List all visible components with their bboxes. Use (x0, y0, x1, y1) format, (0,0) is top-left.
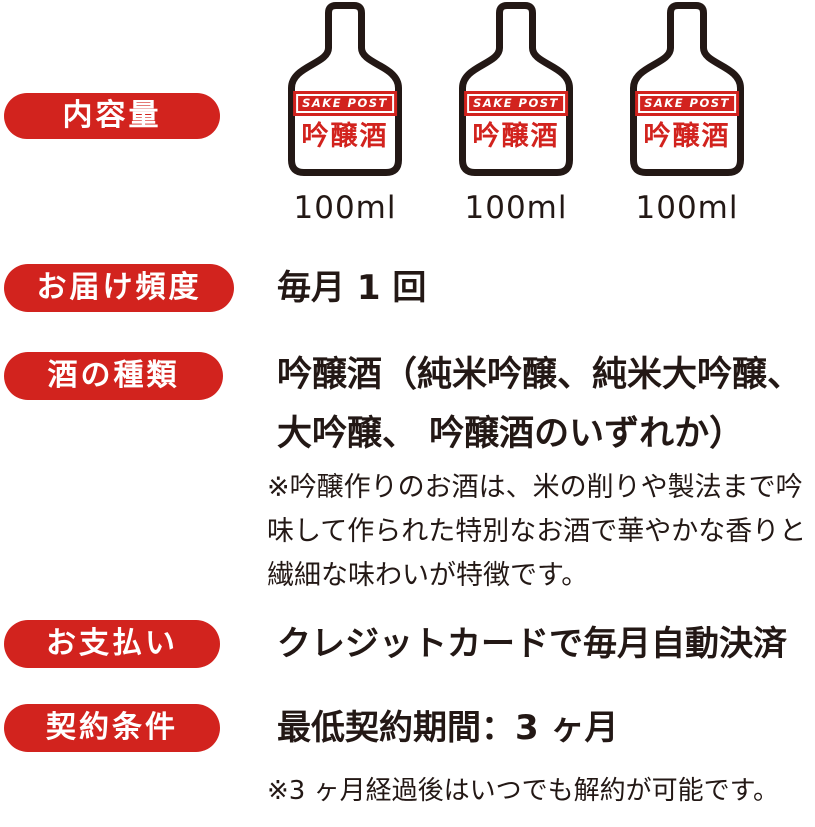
sake-type-value: 吟醸酒（純米吟醸、純米大吟醸、 大吟醸、 吟醸酒のいずれか） (277, 346, 815, 464)
volume-label: 内容量 (62, 98, 162, 133)
bottle-volume-text: 100ml (464, 190, 568, 226)
bottle-outline-icon (459, 2, 573, 176)
contract-label: 契約条件 (46, 710, 178, 745)
frequency-label: お届け頻度 (36, 270, 202, 305)
bottle-illustration: SAKE POST 吟醸酒 (288, 2, 402, 176)
bottle-variety-text: 吟醸酒 (472, 121, 560, 152)
bottle-illustration: SAKE POST 吟醸酒 (630, 2, 744, 176)
sake-bottle: SAKE POST 吟醸酒 100ml (288, 2, 402, 226)
bottle-outline-icon (288, 2, 402, 176)
payment-label-pill: お支払い (4, 620, 220, 668)
bottle-variety-text: 吟醸酒 (643, 121, 731, 152)
sake-type-label-pill: 酒の種類 (4, 352, 223, 400)
frequency-value: 毎月 1 回 (277, 268, 427, 308)
contract-note: ※3 ヶ月経過後はいつでも解約が可能です。 (267, 776, 779, 806)
frequency-label-pill: お届け頻度 (4, 264, 234, 312)
bottle-variety-text: 吟醸酒 (301, 121, 389, 152)
bottle-illustration: SAKE POST 吟醸酒 (459, 2, 573, 176)
volume-label-pill: 内容量 (4, 93, 220, 139)
bottle-volume-text: 100ml (635, 190, 739, 226)
bottle-brand-text: SAKE POST (296, 94, 394, 113)
bottle-brand-badge: SAKE POST (464, 91, 568, 116)
bottle-brand-text: SAKE POST (638, 94, 736, 113)
bottle-volume-text: 100ml (293, 190, 397, 226)
sake-type-label: 酒の種類 (47, 358, 180, 393)
sake-type-note: ※吟醸作りのお酒は、米の削りや製法まで吟味して作られた特別なお酒で華やかな香りと… (267, 472, 807, 591)
payment-label: お支払い (46, 626, 178, 661)
sake-type-value-line2: 大吟醸、 吟醸酒のいずれか） (277, 414, 745, 454)
bottle-brand-text: SAKE POST (467, 94, 565, 113)
contract-value: 最低契約期間：3 ヶ月 (277, 708, 619, 748)
payment-value: クレジットカードで毎月自動決済 (277, 624, 787, 664)
contract-label-pill: 契約条件 (4, 704, 220, 752)
bottle-outline-icon (630, 2, 744, 176)
sake-bottle: SAKE POST 吟醸酒 100ml (630, 2, 744, 226)
sake-type-value-line1: 吟醸酒（純米吟醸、純米大吟醸、 (277, 355, 803, 395)
bottle-brand-badge: SAKE POST (635, 91, 739, 116)
sake-bottle: SAKE POST 吟醸酒 100ml (459, 2, 573, 226)
bottle-brand-badge: SAKE POST (293, 91, 397, 116)
